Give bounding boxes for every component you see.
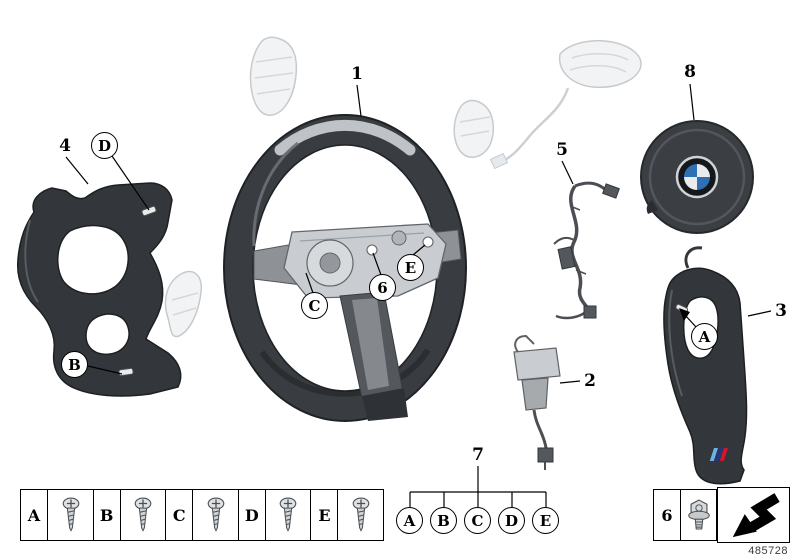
legend-letter-e: E (311, 490, 339, 540)
doc-number: 485728 (748, 545, 788, 557)
callout-circle-d[interactable]: D (91, 132, 118, 159)
ghost-parts (164, 36, 642, 338)
legend-letter-c: C (166, 490, 194, 540)
ghost-cable (499, 87, 570, 164)
callout-circle-e[interactable]: E (397, 254, 424, 281)
callout-number-5[interactable]: 5 (556, 140, 568, 160)
callout-number-1[interactable]: 1 (351, 64, 363, 84)
airbag-module (640, 120, 754, 234)
steering-wheel (223, 114, 467, 422)
xref-arrow-box[interactable] (717, 487, 790, 543)
legend-box-6[interactable]: 6 (653, 489, 717, 541)
leader-lines (65, 83, 772, 507)
screw-icon (350, 495, 372, 535)
screw-icon (132, 495, 154, 535)
group7-bracket (409, 466, 547, 507)
trim-cover-left (16, 182, 182, 397)
switch-unit (513, 334, 561, 470)
bmw-roundel-icon (675, 155, 719, 199)
continue-arrow-icon (732, 493, 780, 538)
m-badge (709, 448, 728, 461)
callout-circle-c[interactable]: C (301, 292, 328, 319)
rim-top-trim (274, 119, 416, 156)
screw-icon (60, 495, 82, 535)
callout-number-7[interactable]: 7 (472, 445, 484, 465)
ghost-paddle-left (164, 270, 202, 338)
legend-letter-a: A (21, 490, 48, 540)
fastener-legend: A B C D E (20, 489, 385, 541)
group7-circle-e[interactable]: E (532, 507, 559, 534)
callout-number-8[interactable]: 8 (684, 62, 696, 82)
wheel-hub (253, 223, 462, 421)
legend-box-e[interactable]: E (310, 489, 385, 541)
trim-cover-right (663, 246, 748, 485)
legend-box-c[interactable]: C (165, 489, 240, 541)
group7-circle-a[interactable]: A (396, 507, 423, 534)
legend-letter-d: D (239, 490, 266, 540)
cable-harness (553, 181, 620, 320)
screw-icon (277, 495, 299, 535)
clip-slot (118, 367, 134, 377)
callout-circle-a[interactable]: A (691, 323, 718, 350)
ghost-paddle-top-right (558, 39, 642, 89)
ghost-paddle-mid (453, 99, 495, 158)
hex-bolt-icon (685, 497, 713, 533)
callout-circle-6[interactable]: 6 (369, 274, 396, 301)
callout-circle-b[interactable]: B (61, 351, 88, 378)
callout-number-2[interactable]: 2 (584, 371, 596, 391)
legend-letter-6: 6 (654, 490, 681, 540)
legend-box-a[interactable]: A (20, 489, 94, 541)
callout-number-4[interactable]: 4 (59, 136, 71, 156)
group7-circle-d[interactable]: D (498, 507, 525, 534)
screw-icon (205, 495, 227, 535)
legend-box-b[interactable]: B (92, 489, 167, 541)
callout-number-3[interactable]: 3 (775, 301, 787, 321)
group7-circle-c[interactable]: C (464, 507, 491, 534)
group7-circle-b[interactable]: B (430, 507, 457, 534)
legend-letter-b: B (94, 490, 121, 540)
legend-box-d[interactable]: D (237, 489, 312, 541)
arrowhead-a (679, 308, 690, 321)
